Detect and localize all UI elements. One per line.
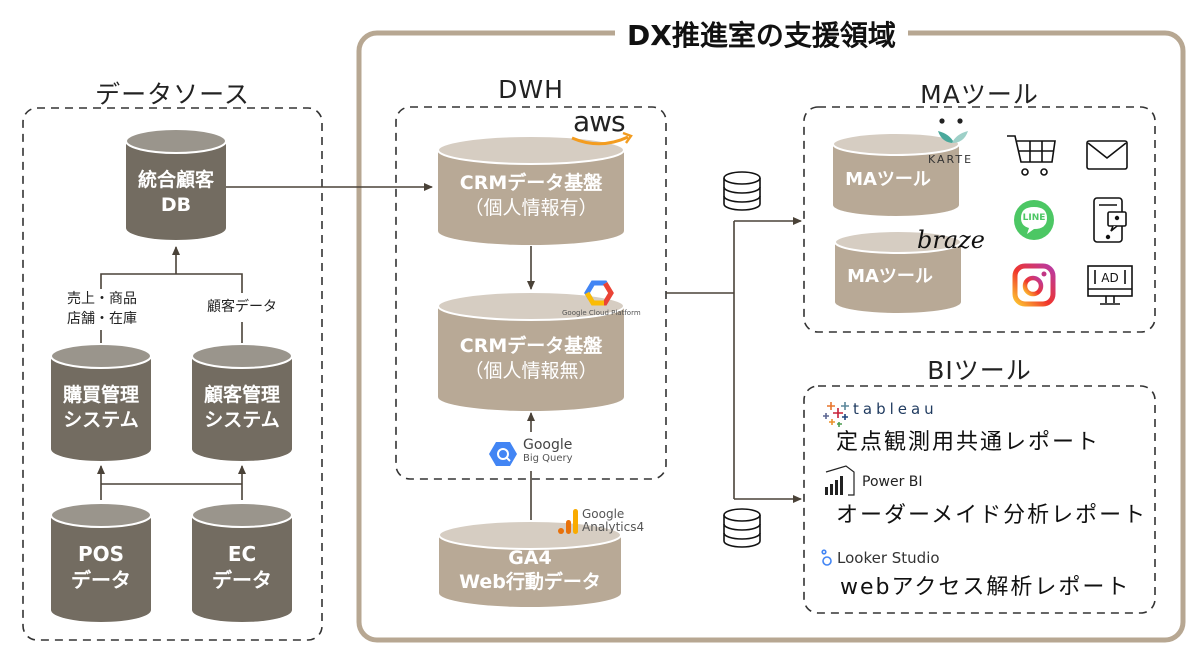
dwh-title: DWH xyxy=(498,75,564,104)
cylinder-customer-system xyxy=(191,343,293,461)
bi-tools-title: BIツール xyxy=(927,356,1032,385)
crm-no-pii-line2: （個人情報無） xyxy=(464,359,598,382)
sales-annotation-line2: 店舗・在庫 xyxy=(67,311,137,328)
google-analytics-logo-text: Google Analytics4 xyxy=(582,508,644,533)
crm-pii-label: CRMデータ基盤 （個人情報有） xyxy=(438,171,624,220)
mobile-notification-icon xyxy=(1093,197,1127,243)
customer-system-line2: システム xyxy=(204,408,280,431)
instagram-icon xyxy=(1012,263,1056,307)
aws-smile-icon xyxy=(571,135,629,146)
crm-no-pii-line1: CRMデータ基盤 xyxy=(459,335,603,357)
integrated-db-line2: DB xyxy=(160,193,192,216)
ma-tool-1-label: MAツール xyxy=(845,169,931,190)
purchase-system-line1: 購買管理 xyxy=(62,384,139,406)
ma-tool-2-label: MAツール xyxy=(847,266,933,287)
aws-logo: aws xyxy=(573,105,626,138)
ma-tools-box xyxy=(803,106,1156,333)
line-icon xyxy=(1014,200,1054,240)
ad-display-icon xyxy=(1087,265,1133,305)
purchase-system-line2: システム xyxy=(63,408,139,431)
sales-data-annotation: 売上・商品 店舗・在庫 xyxy=(52,289,152,330)
mail-icon xyxy=(1086,140,1128,170)
ga4-label: GA4 Web行動データ xyxy=(439,547,621,595)
database-icon xyxy=(723,171,761,211)
google-analytics-logo-icon xyxy=(558,509,578,534)
ga4-line2: Web行動データ xyxy=(459,570,601,593)
report-power-bi: オーダーメイド分析レポート xyxy=(836,503,1148,528)
pos-data-line2: データ xyxy=(71,568,131,592)
cylinder-purchase-system xyxy=(50,343,152,461)
line-icon-text: LINE xyxy=(1022,213,1046,223)
cylinder-ma-tool-1 xyxy=(832,132,960,216)
customer-data-annotation: 顧客データ xyxy=(197,297,287,318)
purchase-system-label: 購買管理 システム xyxy=(51,383,151,432)
karte-logo-icon xyxy=(938,118,968,143)
karte-logo-text: KARTE xyxy=(928,153,974,166)
gcp-logo-text: Google Cloud Platform xyxy=(562,309,641,317)
gcp-logo-icon xyxy=(584,280,614,306)
power-bi-logo-text: Power BI xyxy=(862,474,923,490)
ec-data-line2: データ xyxy=(212,568,272,592)
bigquery-line2: Big Query xyxy=(523,453,573,465)
ma-tools-title: MAツール xyxy=(920,80,1039,109)
braze-logo-text: braze xyxy=(917,226,985,254)
cylinder-integrated-db xyxy=(125,128,227,240)
sales-annotation-line1: 売上・商品 xyxy=(67,291,137,307)
crm-pii-line1: CRMデータ基盤 xyxy=(459,172,603,194)
page-title: DX推進室の支援領域 xyxy=(615,14,908,54)
bigquery-logo-icon xyxy=(489,442,517,466)
ec-data-label: EC データ xyxy=(192,541,292,593)
ga4-line1: GA4 xyxy=(508,547,552,569)
bigquery-logo-text: Google Big Query xyxy=(523,437,573,465)
database-icon xyxy=(723,508,761,548)
cylinder-pos-data xyxy=(50,502,152,622)
ga-logo-suffix: 4 xyxy=(636,519,645,534)
integrated-db-label: 統合顧客 DB xyxy=(126,168,226,217)
ga-logo-line2: Analytics xyxy=(582,519,637,534)
cylinder-crm-no-pii xyxy=(437,291,625,411)
report-tableau: 定点観測用共通レポート xyxy=(836,430,1101,455)
bi-tools-box xyxy=(803,385,1156,614)
customer-system-label: 顧客管理 システム xyxy=(192,383,292,432)
cart-icon xyxy=(1007,135,1056,176)
crm-no-pii-label: CRMデータ基盤 （個人情報無） xyxy=(438,334,624,383)
ec-data-line1: EC xyxy=(227,542,257,566)
report-looker-studio: webアクセス解析レポート xyxy=(840,575,1131,600)
cylinder-ma-tool-2 xyxy=(834,230,962,313)
tableau-logo-text: tableau xyxy=(853,400,938,418)
connector-systems-merge xyxy=(100,273,243,293)
looker-studio-logo-icon xyxy=(821,549,832,566)
cylinder-crm-pii xyxy=(437,135,625,245)
customer-system-line1: 顧客管理 xyxy=(203,384,280,406)
data-source-title: データソース xyxy=(95,80,250,109)
cylinder-ec-data xyxy=(191,502,293,622)
data-source-box xyxy=(22,107,323,641)
pos-data-label: POS データ xyxy=(51,541,151,593)
pos-data-line1: POS xyxy=(77,542,125,566)
tableau-logo-icon xyxy=(823,402,849,427)
power-bi-logo-icon xyxy=(825,465,855,496)
ga-logo-line1: Google xyxy=(582,507,625,521)
bigquery-line1: Google xyxy=(523,437,573,453)
aws-arrow-icon xyxy=(622,131,633,144)
crm-pii-line2: （個人情報有） xyxy=(464,196,598,219)
ad-icon-text: AD xyxy=(1101,271,1119,285)
integrated-db-line1: 統合顧客 xyxy=(137,169,214,191)
looker-studio-logo-text: Looker Studio xyxy=(837,549,940,567)
